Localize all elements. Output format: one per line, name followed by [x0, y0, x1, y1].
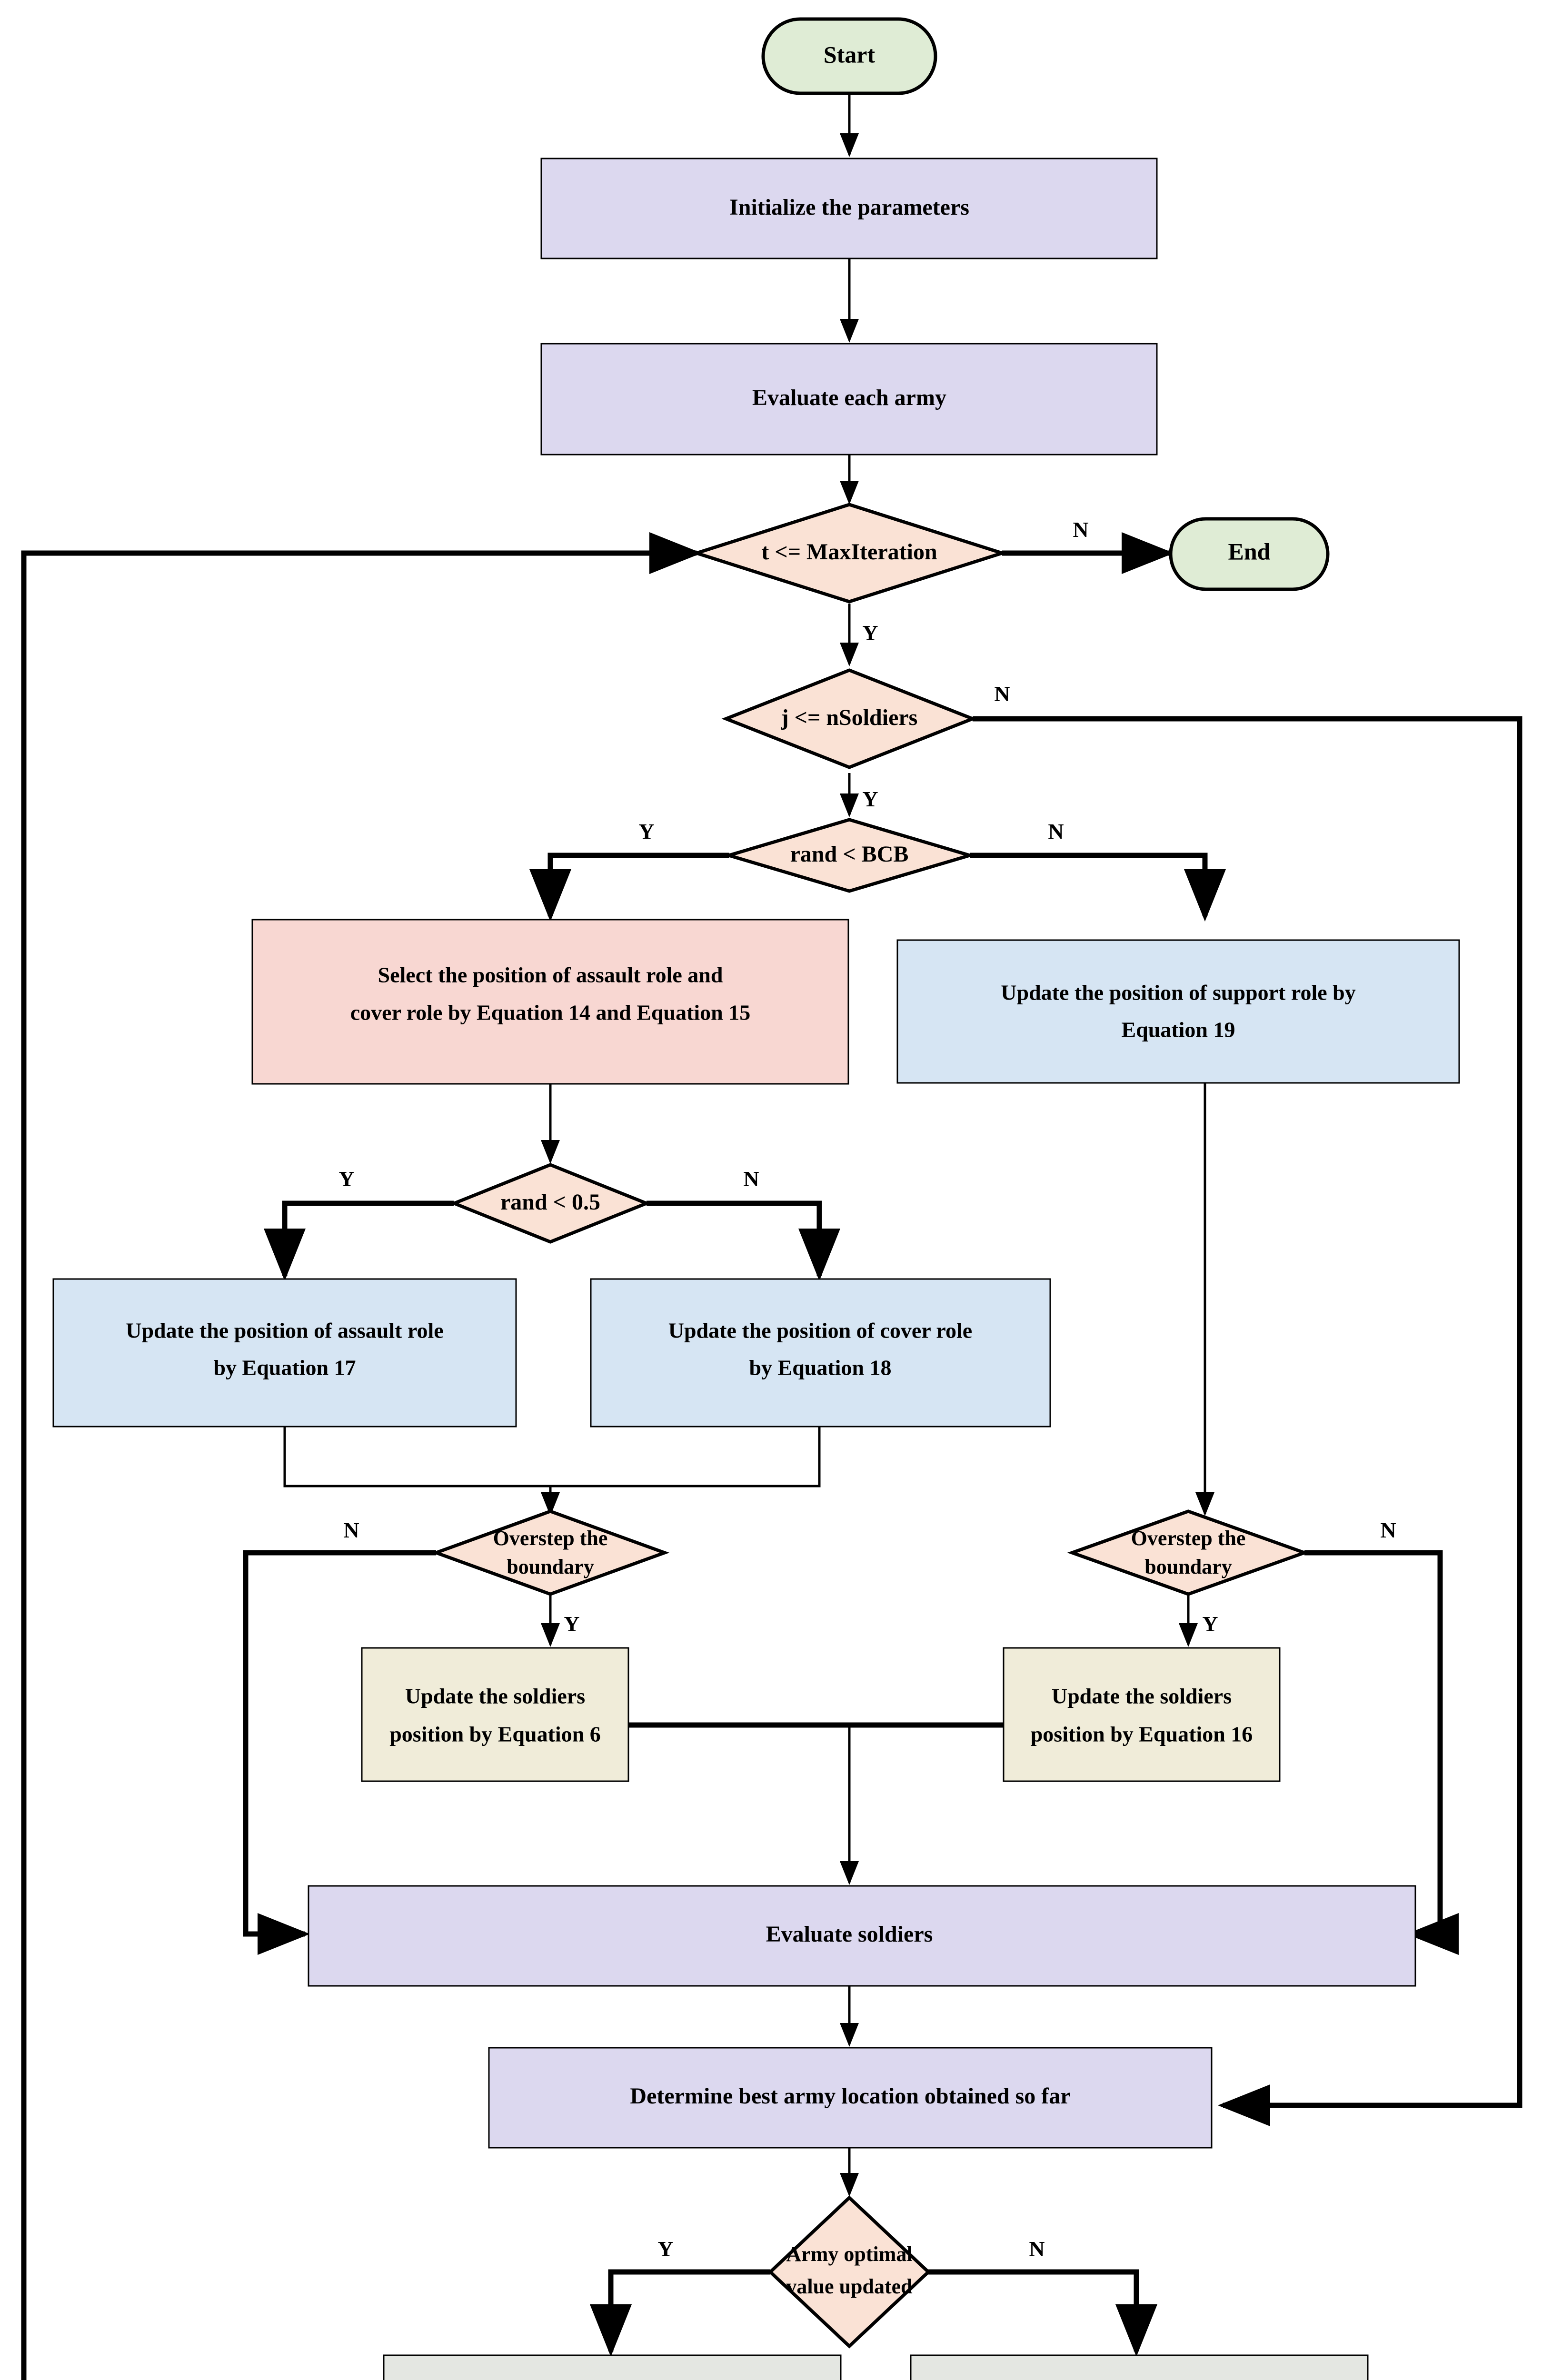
- edge-randhalf-yes: [264, 1200, 454, 1281]
- edge-label-overstep-right-no: N: [1380, 1518, 1396, 1542]
- node-condition-max-iteration: t <= MaxIteration: [691, 503, 1008, 604]
- node-end-label: End: [1228, 538, 1271, 565]
- edge-randbcb-no: [970, 853, 1226, 922]
- node-select-assault-cover: Select the position of assault role and …: [251, 919, 849, 1085]
- node-start-label: Start: [824, 41, 875, 68]
- node-condition-rand-half-label: rand < 0.5: [500, 1190, 600, 1215]
- node-condition-overstep-right-line1: Overstep the: [1131, 1527, 1246, 1550]
- node-determine-best-army: Determine best army location obtained so…: [488, 2047, 1213, 2149]
- edge-label-randbcb-no: N: [1048, 819, 1064, 843]
- edge-soldiers-no-loop: [973, 716, 1522, 2126]
- node-update-support-role: Update the position of support role by E…: [896, 939, 1460, 1084]
- node-update-soldiers-eq6: Update the soldiers position by Equation…: [361, 1647, 629, 1782]
- node-initialize-parameters: Initialize the parameters: [540, 158, 1158, 259]
- edge-army-optimal-yes: [590, 2269, 770, 2357]
- node-start: Start: [761, 17, 937, 95]
- node-update-soldiers-eq16: Update the soldiers position by Equation…: [1003, 1647, 1281, 1782]
- edge-overstep-right-no: [1304, 1550, 1459, 1955]
- edge-label-iteration-no: N: [1073, 517, 1088, 542]
- edge-randbcb-yes: [529, 853, 729, 922]
- node-update-cover-role-line2: by Equation 18: [749, 1356, 891, 1380]
- edge-randhalf-no: [647, 1200, 840, 1281]
- node-condition-army-optimal: Army optimal value updated: [767, 2195, 931, 2349]
- node-update-support-role-line1: Update the position of support role by: [1001, 981, 1355, 1005]
- node-update-soldiers-eq16-line1: Update the soldiers: [1052, 1684, 1232, 1708]
- node-bcb-high: BCB = 0.6: [383, 2354, 842, 2380]
- node-condition-overstep-right: Overstep the boundary: [1067, 1509, 1310, 1596]
- edge-label-randhalf-no: N: [743, 1167, 759, 1191]
- edge-label-overstep-left-no: N: [343, 1518, 359, 1542]
- node-evaluate-soldiers: Evaluate soldiers: [308, 1885, 1416, 1987]
- node-evaluate-each-army: Evaluate each army: [540, 343, 1158, 456]
- node-update-cover-role: Update the position of cover role by Equ…: [590, 1278, 1051, 1428]
- node-update-assault-role-line1: Update the position of assault role: [126, 1319, 443, 1343]
- node-condition-overstep-right-line2: boundary: [1144, 1555, 1232, 1578]
- edge-assault-join: [283, 1427, 560, 1516]
- node-condition-rand-bcb-label: rand < BCB: [790, 842, 909, 867]
- node-condition-overstep-left-line2: boundary: [507, 1555, 594, 1578]
- edge-label-iteration-yes: Y: [862, 621, 878, 645]
- edge-label-army-optimal-yes: Y: [657, 2237, 673, 2261]
- node-update-soldiers-eq6-line2: position by Equation 6: [389, 1722, 601, 1746]
- node-condition-overstep-left: Overstep the boundary: [431, 1509, 670, 1596]
- node-condition-army-optimal-line2: value updated: [786, 2275, 912, 2298]
- node-end: End: [1169, 517, 1330, 591]
- edge-label-randbcb-yes: Y: [638, 819, 654, 843]
- edge-label-overstep-right-yes: Y: [1202, 1612, 1218, 1636]
- node-select-assault-cover-line2: cover role by Equation 14 and Equation 1…: [350, 1001, 751, 1025]
- node-condition-rand-bcb: rand < BCB: [723, 818, 976, 893]
- edge-update-best-loopback: [21, 532, 702, 2380]
- node-evaluate-soldiers-label: Evaluate soldiers: [766, 1922, 933, 1947]
- node-update-assault-role: Update the position of assault role by E…: [52, 1278, 517, 1428]
- node-initialize-parameters-label: Initialize the parameters: [729, 195, 969, 220]
- node-condition-n-soldiers: j <= nSoldiers: [721, 668, 977, 769]
- node-update-assault-role-line2: by Equation 17: [213, 1356, 356, 1380]
- node-update-cover-role-line1: Update the position of cover role: [668, 1319, 972, 1343]
- edge-army-optimal-no: [928, 2269, 1157, 2357]
- node-select-assault-cover-line1: Select the position of assault role and: [378, 963, 723, 987]
- edge-label-soldiers-no: N: [994, 682, 1010, 706]
- edge-label-soldiers-yes: Y: [862, 787, 878, 811]
- node-condition-army-optimal-line1: Army optimal: [786, 2242, 912, 2266]
- edge-overstep-left-no: [243, 1550, 436, 1955]
- node-determine-best-army-label: Determine best army location obtained so…: [630, 2083, 1070, 2109]
- node-bcb-low: BCB = 0.4: [910, 2354, 1369, 2380]
- node-update-soldiers-eq16-line2: position by Equation 16: [1031, 1722, 1253, 1746]
- edge-label-overstep-left-yes: Y: [564, 1612, 579, 1636]
- node-condition-max-iteration-label: t <= MaxIteration: [761, 539, 937, 565]
- node-update-soldiers-eq6-line1: Update the soldiers: [405, 1684, 585, 1708]
- edge-label-army-optimal-no: N: [1029, 2237, 1045, 2261]
- edge-label-randhalf-yes: Y: [338, 1167, 354, 1191]
- node-condition-rand-half: rand < 0.5: [449, 1163, 651, 1244]
- node-evaluate-each-army-label: Evaluate each army: [752, 385, 946, 410]
- edge-cover-join: [550, 1427, 821, 1488]
- node-update-support-role-line2: Equation 19: [1121, 1018, 1235, 1042]
- node-condition-n-soldiers-label: j <= nSoldiers: [781, 705, 918, 730]
- node-condition-overstep-left-line1: Overstep the: [493, 1527, 608, 1550]
